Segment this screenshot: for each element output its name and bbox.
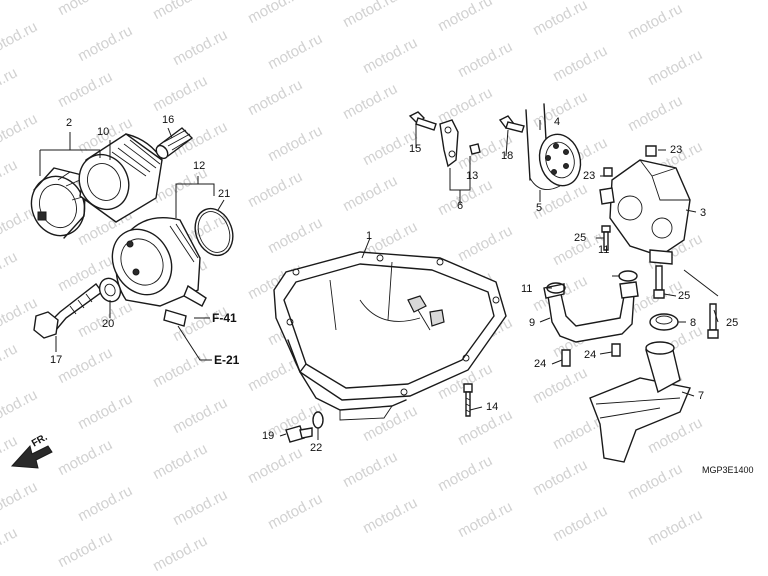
diagram-code: MGP3E1400 — [702, 465, 754, 475]
stud-drawing — [155, 127, 194, 160]
oil-cooler-drawing — [111, 217, 207, 327]
nut-13-drawing — [469, 143, 481, 155]
part-label-11a: 11 — [521, 283, 533, 295]
bolt-15-drawing — [408, 111, 437, 131]
part-label-19: 19 — [262, 430, 275, 442]
part-label-3: 3 — [700, 207, 707, 219]
part-label-11b: 11 — [598, 244, 610, 256]
bolt-14-drawing — [463, 383, 473, 417]
part-label-4: 4 — [554, 116, 561, 128]
part-label-2: 2 — [66, 117, 73, 129]
part-label-7: 7 — [698, 390, 705, 402]
oil-pump-chain-drawing — [525, 103, 582, 191]
reference-f41: F-41 — [212, 311, 237, 325]
bracket-6-drawing — [439, 119, 459, 168]
part-label-17: 17 — [50, 354, 63, 366]
part-label-14: 14 — [486, 401, 499, 413]
part-label-15: 15 — [409, 143, 422, 155]
part-label-24b: 24 — [584, 349, 597, 361]
oil-pump-drawing — [599, 145, 691, 265]
part-label-1: 1 — [366, 230, 373, 242]
part-label-20: 20 — [102, 318, 115, 330]
washer-20-drawing — [98, 277, 122, 303]
part-label-22: 22 — [310, 442, 323, 454]
part-label-16: 16 — [162, 114, 175, 126]
washer-22-drawing — [312, 411, 324, 429]
part-label-21: 21 — [218, 188, 231, 200]
part-label-18: 18 — [501, 150, 514, 162]
drain-bolt-drawing — [285, 425, 313, 443]
o-ring-21-drawing — [194, 207, 234, 257]
part-label-25a: 25 — [574, 232, 587, 244]
oil-pan-drawing — [273, 251, 507, 421]
part-label-24a: 24 — [534, 358, 547, 370]
bolt-18-drawing — [498, 115, 525, 133]
seal-8-drawing — [649, 313, 679, 331]
front-arrow-icon — [10, 444, 53, 469]
part-label-6: 6 — [457, 200, 464, 212]
bolts-25-drawing — [601, 225, 719, 339]
leader-lines — [39, 120, 719, 440]
part-label-12: 12 — [193, 160, 206, 172]
part-label-8: 8 — [690, 317, 697, 329]
part-label-13: 13 — [466, 170, 479, 182]
part-label-25b: 25 — [678, 290, 691, 302]
oil-strainer-drawing — [589, 341, 691, 463]
part-label-5: 5 — [536, 202, 543, 214]
part-label-9: 9 — [529, 317, 536, 329]
bolt-17-drawing — [33, 283, 103, 339]
part-label-25c: 25 — [726, 317, 739, 329]
part-label-10: 10 — [97, 126, 110, 138]
o-ring-11b-drawing — [618, 270, 638, 282]
oil-filter-cartridge-drawing — [78, 133, 163, 223]
reference-e21: E-21 — [214, 353, 240, 367]
part-label-23b: 23 — [583, 170, 596, 182]
part-label-23a: 23 — [670, 144, 683, 156]
